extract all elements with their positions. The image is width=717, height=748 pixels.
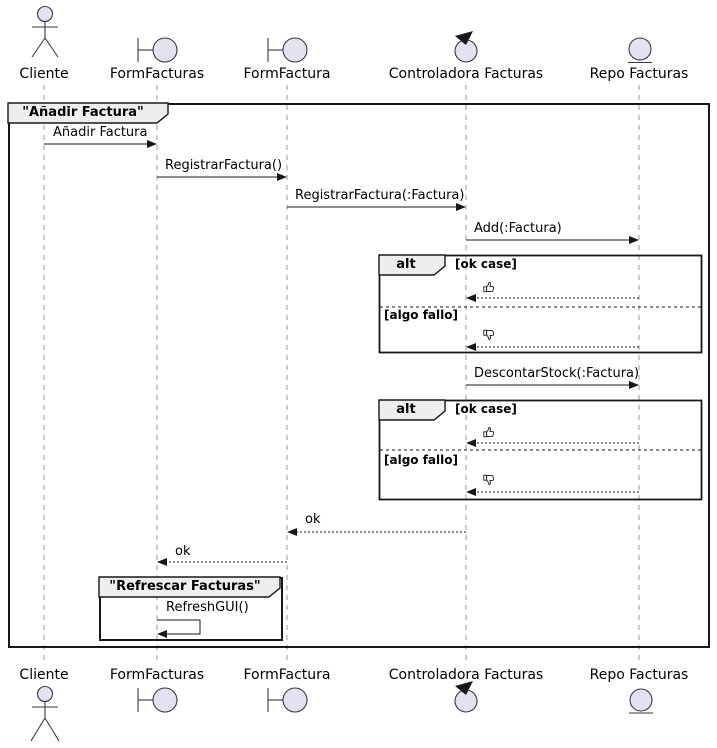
alt-operator: alt <box>396 257 416 272</box>
message-label: Añadir Factura <box>53 125 148 140</box>
message-label: ok <box>305 512 321 527</box>
participant-label-controladora: Controladora Facturas <box>388 66 544 82</box>
boundary-icon <box>137 37 178 63</box>
thumbs-up-icon <box>483 426 495 438</box>
alt-operator-tab <box>378 399 446 421</box>
thumbs-down-icon <box>483 329 495 341</box>
participant-label-repo: Repo Facturas <box>589 66 689 82</box>
inner-frame-title: "Refrescar Facturas" <box>109 579 261 594</box>
alt-guard: [algo fallo] <box>384 308 458 322</box>
boundary-icon <box>137 687 178 713</box>
main-frame-tab <box>7 102 169 124</box>
message-label: RefreshGUI() <box>166 600 249 615</box>
self-message-line <box>157 619 201 635</box>
sync-messages <box>44 140 639 389</box>
message-label: DescontarStock(:Factura) <box>474 366 640 381</box>
alt-guard: [ok case] <box>455 257 517 271</box>
message-label: RegistrarFactura(:Factura) <box>295 188 465 203</box>
participant-label-repo: Repo Facturas <box>589 667 689 683</box>
participant-label-formfactura: FormFactura <box>243 66 331 82</box>
participant-label-controladora: Controladora Facturas <box>388 667 544 683</box>
entity-icon <box>629 688 653 714</box>
return-messages <box>157 528 466 566</box>
boundary-icon <box>267 687 308 713</box>
participant-label-formfacturas: FormFacturas <box>109 66 205 82</box>
alt-operator-tab <box>378 254 446 276</box>
participant-label-formfactura: FormFactura <box>243 667 331 683</box>
participant-label-formfacturas: FormFacturas <box>109 667 205 683</box>
main-frame-border <box>8 103 710 648</box>
alt-fragment-2 <box>378 399 703 501</box>
alt-guard: [algo fallo] <box>384 453 458 467</box>
alt-fragment-1 <box>378 254 703 354</box>
boundary-icon <box>267 37 308 63</box>
message-label: Add(:Factura) <box>474 221 562 236</box>
actor-icon <box>30 685 60 742</box>
alt-guard: [ok case] <box>455 402 517 416</box>
control-icon <box>454 31 478 63</box>
thumbs-down-icon <box>483 474 495 486</box>
inner-frame <box>98 576 283 641</box>
thumbs-up-icon <box>483 281 495 293</box>
entity-icon <box>628 37 652 64</box>
message-label: ok <box>175 544 191 559</box>
control-icon <box>454 681 478 713</box>
participant-label-cliente: Cliente <box>19 66 69 82</box>
actor-icon <box>31 5 59 58</box>
message-label: RegistrarFactura() <box>165 158 283 173</box>
inner-frame-tab <box>98 576 281 598</box>
participant-label-cliente: Cliente <box>19 667 69 683</box>
main-frame-title: "Añadir Factura" <box>22 105 144 120</box>
alt-operator: alt <box>396 402 416 417</box>
